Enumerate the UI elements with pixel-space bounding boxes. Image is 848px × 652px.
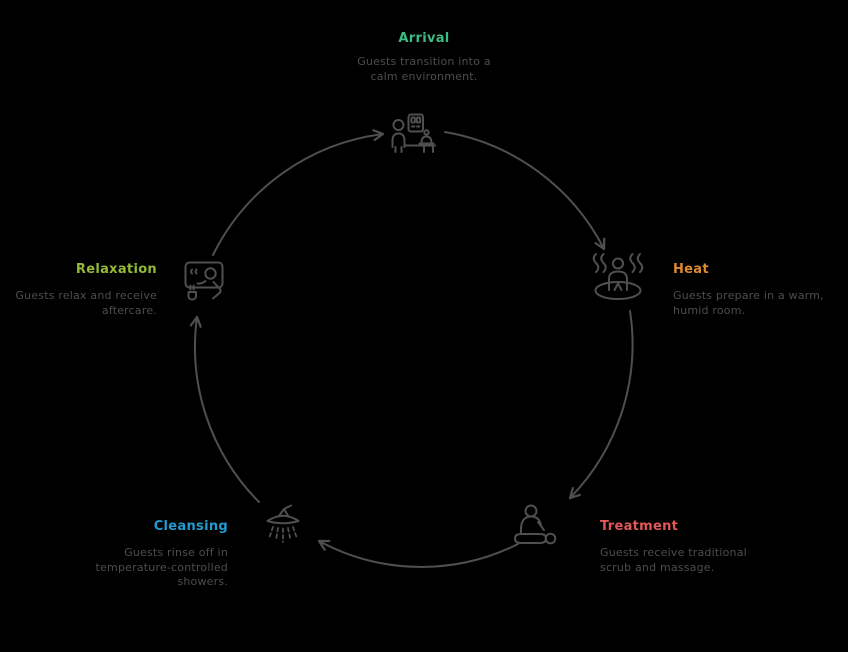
arrow-treatment-to-cleansing [317,539,519,568]
stage-title-cleansing: Cleansing [153,519,228,534]
arrow-arrival-to-heat [444,131,606,251]
stage-label-cleansing: Cleansing Guests rinse off in temperatur… [18,519,228,590]
steam-room-icon [592,253,644,300]
stage-title-treatment: Treatment [600,519,679,534]
stage-desc-relaxation: Guests relax and receive aftercare. [15,289,157,317]
stage-label-arrival: Arrival Guests transition into a calm en… [299,31,549,84]
stage-desc-arrival: Guests transition into a calm environmen… [357,55,491,83]
stage-desc-cleansing: Guests rinse off in temperature-controll… [95,546,228,588]
arrow-relaxation-to-arrival [212,129,385,256]
stage-title-heat: Heat [673,262,709,277]
stage-label-treatment: Treatment Guests receive traditional scr… [600,519,795,575]
stage-label-relaxation: Relaxation Guests relax and receive afte… [0,262,157,318]
stage-title-relaxation: Relaxation [75,262,157,277]
stage-label-heat: Heat Guests prepare in a warm, humid roo… [673,262,848,318]
reception-check-in-icon [391,113,436,153]
stage-title-arrival: Arrival [398,31,450,46]
arrow-cleansing-to-relaxation [189,315,260,503]
lounge-aftercare-icon [184,261,224,301]
arrow-heat-to-treatment [568,310,634,500]
stage-desc-treatment: Guests receive traditional scrub and mas… [600,546,747,574]
shower-icon [266,504,300,543]
stage-desc-heat: Guests prepare in a warm, humid room. [673,289,824,317]
massage-icon [514,504,557,545]
